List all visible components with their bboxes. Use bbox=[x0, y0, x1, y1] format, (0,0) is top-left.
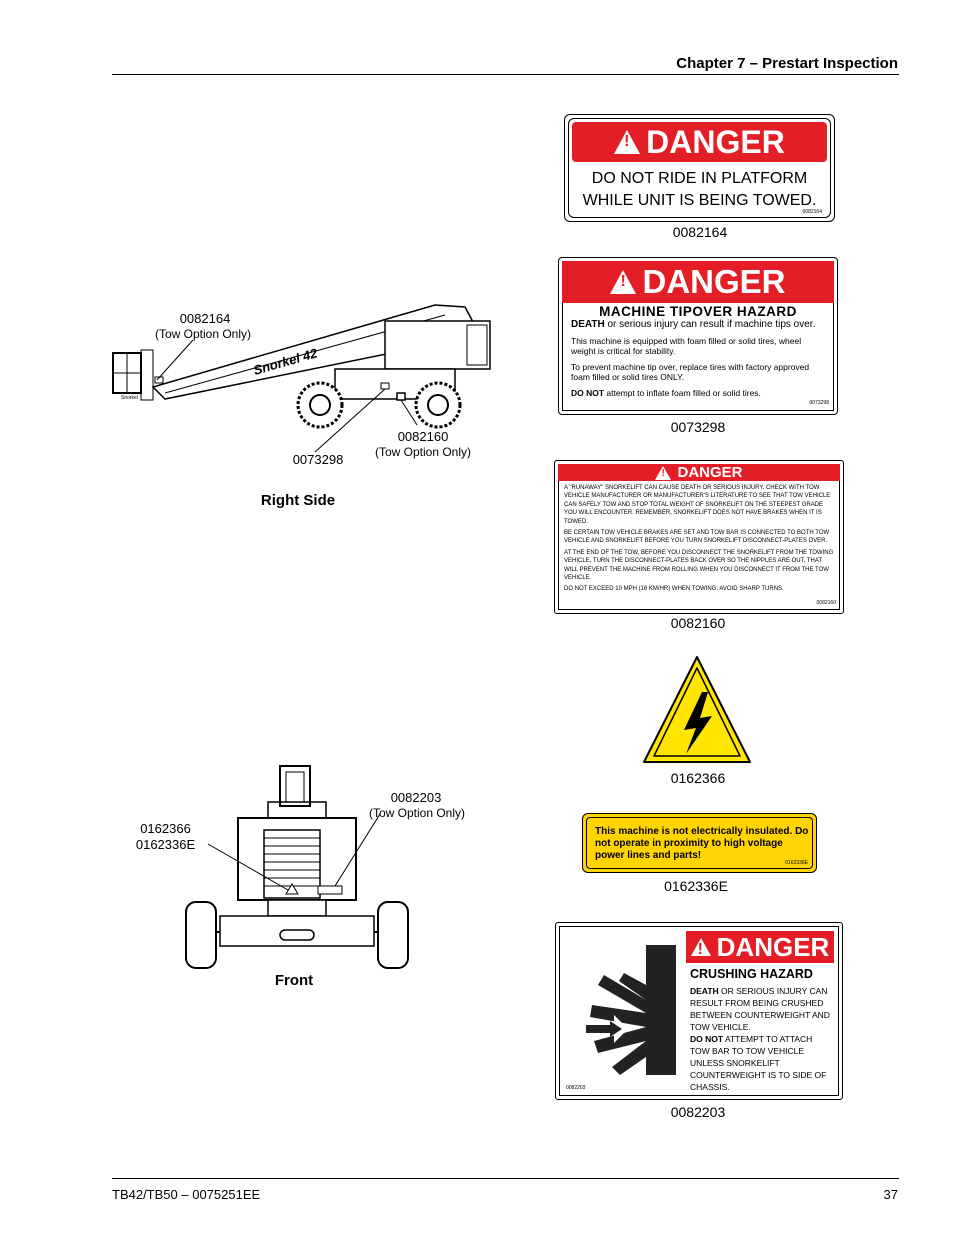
warning-triangle-icon bbox=[690, 938, 711, 959]
danger-header: DANGER bbox=[558, 464, 840, 481]
decal-paragraph: To prevent machine tip over, replace tir… bbox=[571, 362, 810, 382]
decal-part-number: 0162336E bbox=[785, 860, 808, 866]
page-number: 37 bbox=[883, 1187, 898, 1202]
caption-0082164: 0082164 bbox=[672, 224, 728, 240]
decal-0082160: DANGER A "RUNAWAY" SNORKELIFT CAN CAUSE … bbox=[554, 460, 844, 614]
decal-marker-0082160 bbox=[396, 392, 406, 401]
warning-triangle-icon bbox=[614, 130, 641, 154]
chapter-header: Chapter 7 – Prestart Inspection bbox=[676, 55, 898, 72]
caption-0162366: 0162366 bbox=[670, 770, 726, 786]
decal-0073298: DANGER MACHINE TIPOVER HAZARD DEATH or s… bbox=[558, 257, 838, 415]
danger-header: DANGER bbox=[562, 261, 834, 303]
decal-title: MACHINE TIPOVER HAZARD bbox=[599, 304, 797, 319]
front-caption: Front bbox=[274, 972, 314, 989]
caption-0073298: 0073298 bbox=[670, 419, 726, 435]
electrical-hazard-decal bbox=[643, 656, 751, 763]
machine-front-illustration bbox=[185, 765, 409, 969]
decal-message: This machine is not electrically insulat… bbox=[586, 817, 813, 869]
decal-paragraph: DO NOT EXCEED 10 MPH (16 KM/HR) WHEN TOW… bbox=[564, 586, 784, 593]
decal-marker-0082203 bbox=[317, 885, 343, 895]
crushing-hand-icon bbox=[582, 945, 676, 1075]
callout-0162336E-code: 0162336E bbox=[135, 837, 196, 852]
callout-0162366-code: 0162366 bbox=[140, 821, 191, 836]
callout-0082164-note: (Tow Option Only) bbox=[154, 327, 252, 341]
callout-0082203-code: 0082203 bbox=[390, 790, 442, 805]
caption-0082160: 0082160 bbox=[670, 615, 726, 631]
decal-0082164: DANGER DO NOT RIDE IN PLATFORM WHILE UNI… bbox=[564, 114, 835, 222]
callout-0082164-code: 0082164 bbox=[179, 311, 231, 326]
decal-body: DEATH OR SERIOUS INJURY CAN RESULT FROM … bbox=[690, 986, 830, 1092]
footer-rule bbox=[112, 1178, 899, 1179]
footer-doc-id: TB42/TB50 – 0075251EE bbox=[112, 1187, 261, 1202]
decal-paragraph: This machine is equipped with foam fille… bbox=[571, 336, 802, 356]
caption-0162336E: 0162336E bbox=[664, 878, 728, 894]
caption-0082203: 0082203 bbox=[670, 1104, 726, 1120]
decal-part-number: 0082203 bbox=[566, 1085, 586, 1091]
warning-triangle-icon bbox=[655, 465, 672, 480]
decal-paragraph: A "RUNAWAY" SNORKELIFT CAN CAUSE DEATH O… bbox=[564, 485, 831, 525]
callout-0082160-note: (Tow Option Only) bbox=[374, 445, 472, 459]
warning-triangle-icon bbox=[610, 270, 637, 294]
decal-message: DO NOT RIDE IN PLATFORM WHILE UNIT IS BE… bbox=[582, 170, 817, 209]
callout-0082203-note: (Tow Option Only) bbox=[368, 806, 466, 820]
machine-side-illustration: Snorkel Snorkel 42 bbox=[112, 304, 491, 453]
decal-0082203: 0082203 DANGER CRUSHING HAZARD DEATH OR … bbox=[555, 922, 843, 1100]
decal-paragraph: BE CERTAIN TOW VEHICLE BRAKES ARE SET AN… bbox=[564, 530, 830, 545]
danger-header: DANGER bbox=[572, 122, 827, 162]
header-rule bbox=[112, 74, 899, 75]
decal-part-number: 0082164 bbox=[802, 209, 822, 215]
decal-part-number: 0082160 bbox=[816, 599, 836, 606]
danger-header: DANGER bbox=[686, 931, 834, 963]
decal-marker-0082164 bbox=[154, 376, 164, 384]
right-side-caption: Right Side bbox=[260, 492, 336, 509]
decal-paragraph: DO NOT attempt to inflate foam filled or… bbox=[571, 388, 761, 398]
decal-0162336E: This machine is not electrically insulat… bbox=[582, 813, 817, 873]
callout-0073298-code: 0073298 bbox=[292, 452, 344, 467]
decal-warning-line: DEATH or serious injury can result if ma… bbox=[571, 319, 816, 330]
decal-marker-0162366 bbox=[285, 883, 299, 895]
decal-title: CRUSHING HAZARD bbox=[690, 967, 813, 981]
lightning-bolt-icon bbox=[684, 692, 712, 754]
decal-paragraph: AT THE END OF THE TOW, BEFORE YOU DISCON… bbox=[564, 549, 834, 582]
decal-part-number: 0073298 bbox=[809, 400, 829, 406]
svg-text:Snorkel: Snorkel bbox=[121, 395, 138, 401]
callout-0082160-code: 0082160 bbox=[397, 429, 449, 444]
